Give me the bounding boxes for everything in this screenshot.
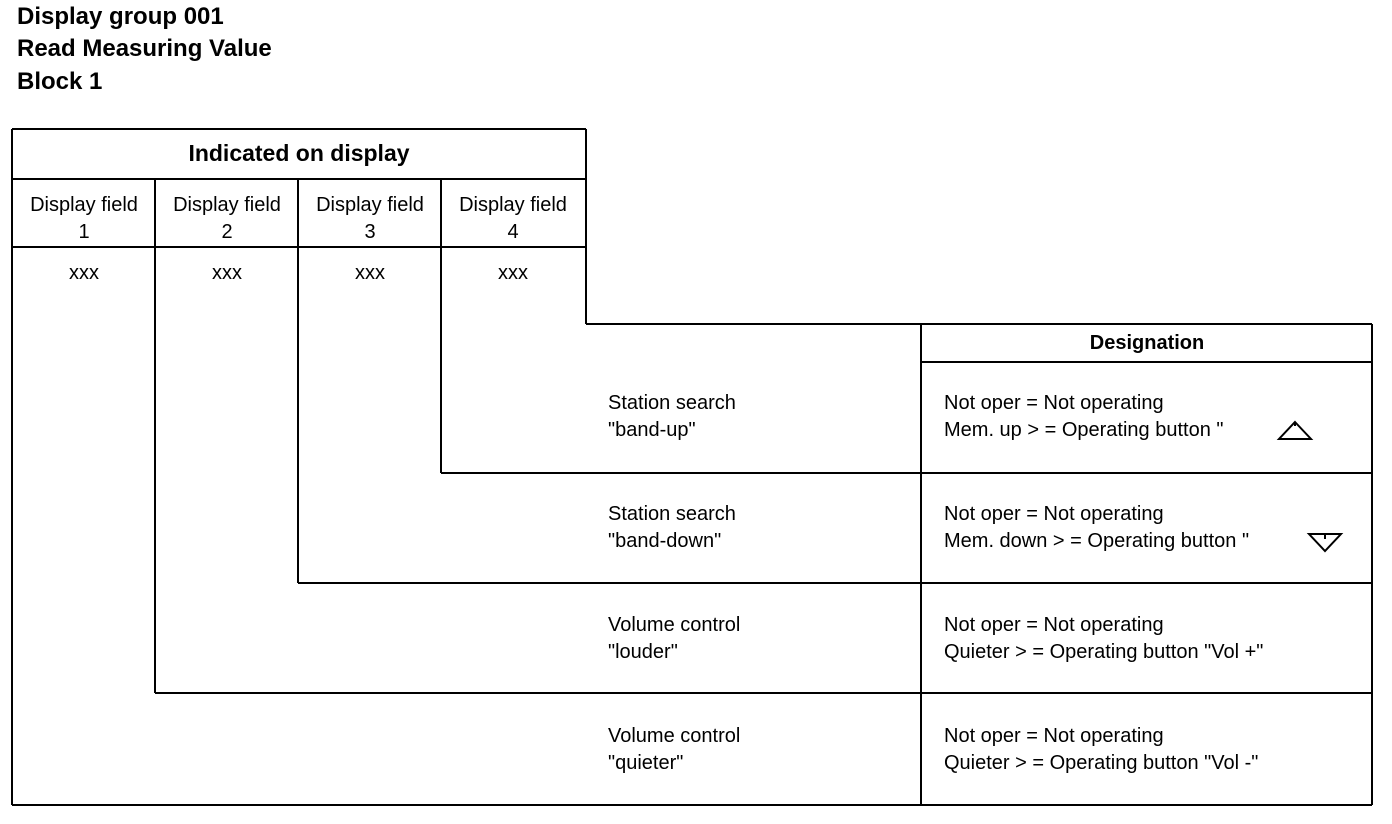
function-line: "louder" [608,641,678,663]
display-field-label: Display field [316,194,424,216]
display-field-label: Display field [30,194,138,216]
function-line: "band-up" [608,419,696,441]
display-field-label: Display field [459,194,567,216]
display-field-label: Display field [173,194,281,216]
function-line: Volume control [608,614,741,636]
designation-text-row-4: Not oper = Not operating Quieter > = Ope… [944,723,1258,777]
designation-line: Mem. down > = Operating button " [944,530,1250,552]
designation-line: Quieter > = Operating button "Vol +" [944,641,1264,663]
function-text-row-3: Volume control "louder" [608,612,740,666]
designation-line: Mem. up > = Operating button " [944,419,1224,441]
designation-line: Quieter > = Operating button "Vol -" [944,752,1259,774]
designation-text-row-1: Not oper = Not operating Mem. up > = Ope… [944,390,1223,444]
triangle-down-icon [1306,533,1344,553]
function-line: Volume control [608,725,741,747]
designation-line: Not oper = Not operating [944,614,1164,636]
display-field-1-value: xxx [69,262,99,284]
designation-line: Not oper = Not operating [944,503,1164,525]
display-field-4-value: xxx [498,262,528,284]
display-field-number: 1 [78,221,90,243]
display-field-3-value: xxx [355,262,385,284]
function-text-row-2: Station search "band-down" [608,501,736,555]
display-field-3-header: Display field 3 [299,192,441,246]
table-header-indicated: Indicated on display [188,140,410,166]
function-line: Station search [608,503,736,525]
triangle-up-icon [1276,420,1314,440]
function-text-row-1: Station search "band-up" [608,390,736,444]
display-field-1-header: Display field 1 [13,192,155,246]
title-read-measuring-value: Read Measuring Value [17,35,272,62]
function-text-row-4: Volume control "quieter" [608,723,740,777]
display-field-number: 3 [364,221,376,243]
display-field-2-value: xxx [212,262,242,284]
designation-text-row-3: Not oper = Not operating Quieter > = Ope… [944,612,1263,666]
function-line: Station search [608,392,736,414]
function-line: "quieter" [608,752,684,774]
function-line: "band-down" [608,530,722,552]
display-field-number: 4 [507,221,519,243]
display-field-number: 2 [221,221,233,243]
display-field-2-header: Display field 2 [156,192,298,246]
title-block: Block 1 [17,68,103,95]
designation-line: Not oper = Not operating [944,725,1164,747]
designation-header: Designation [1089,332,1205,354]
designation-line: Not oper = Not operating [944,392,1164,414]
title-display-group: Display group 001 [17,3,224,30]
designation-text-row-2: Not oper = Not operating Mem. down > = O… [944,501,1249,555]
display-field-4-header: Display field 4 [442,192,584,246]
